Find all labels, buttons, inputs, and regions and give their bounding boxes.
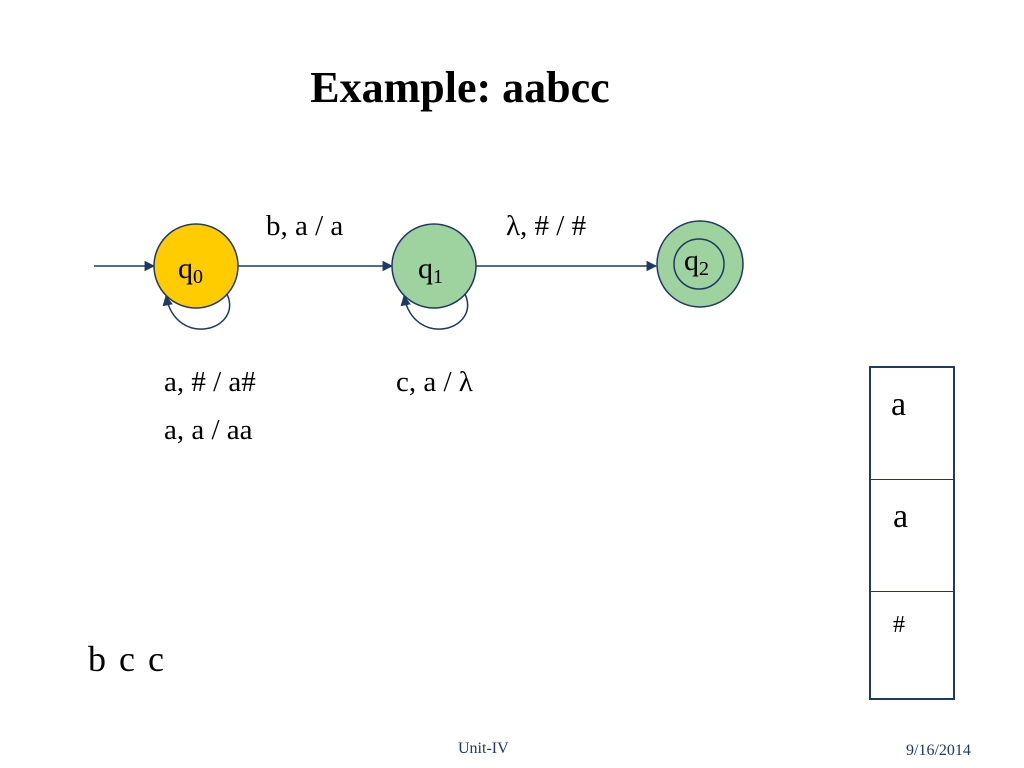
- loop-label-q0-line1: a, # / a#: [164, 366, 256, 398]
- self-loop-q0: [162, 291, 231, 330]
- stack-cell-text: #: [893, 612, 905, 638]
- state-label-q2: q2: [684, 244, 709, 280]
- loop-label-q1: c, a / λ: [396, 366, 473, 398]
- slide-title: Example: aabcc: [310, 63, 610, 112]
- stack-cell-bottom: #: [871, 592, 953, 698]
- state-q1: [391, 223, 477, 309]
- self-loop-q1: [400, 291, 469, 330]
- stack: a a #: [869, 366, 955, 700]
- state-label-q0: q0: [178, 252, 203, 288]
- state-q0: [153, 223, 239, 309]
- edge-label-q1-q2: λ, # / #: [506, 210, 587, 242]
- loop-label-q0-line2: a, a / aa: [164, 414, 253, 446]
- footer-date: 9/16/2014: [906, 742, 971, 759]
- stack-cell-text: a: [891, 386, 907, 423]
- state-label-q1: q1: [418, 252, 443, 288]
- edge-label-q0-q1: b, a / a: [266, 210, 344, 242]
- state-q2: [656, 220, 744, 308]
- stack-cell-middle: a: [871, 480, 953, 592]
- remaining-input: b c c: [88, 639, 164, 679]
- stack-cell-text: a: [893, 498, 909, 535]
- footer-unit: Unit-IV: [458, 740, 509, 757]
- stack-cell-top: a: [871, 368, 953, 480]
- state-q2-accept-ring: [673, 238, 725, 290]
